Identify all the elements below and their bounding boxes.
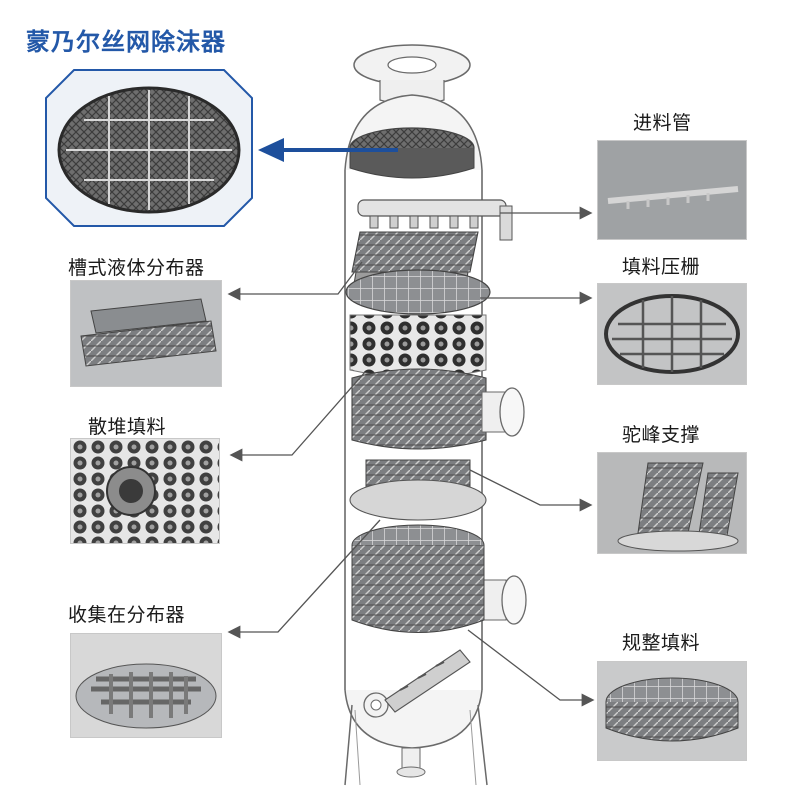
random-packing-bed <box>349 314 487 378</box>
label-random-packing: 散堆填料 <box>88 416 167 438</box>
leader-line-collector-distributor <box>227 519 381 639</box>
label-structured-packing: 规整填料 <box>622 632 701 654</box>
label-hump-support: 驼峰支撑 <box>622 424 701 446</box>
feed-pipe-photo <box>597 140 747 240</box>
label-collector-distributor: 收集在分布器 <box>68 604 186 626</box>
demister-pad <box>349 127 475 179</box>
structured-packing-lower <box>351 524 485 633</box>
structured-packing-upper <box>351 368 487 450</box>
hump-support <box>349 459 487 521</box>
structured-packing-photo <box>597 661 747 761</box>
gas-inlet-distributor <box>384 649 471 713</box>
side-nozzle-lower <box>481 575 527 625</box>
demister-pointer-arrow <box>258 138 398 162</box>
trough-distributor-photo <box>70 280 222 387</box>
leader-line-random-packing <box>229 371 366 462</box>
leader-line-hump-support <box>469 469 593 512</box>
diagram-title: 蒙乃尔丝网除沫器 <box>26 28 226 56</box>
leader-line-structured-packing <box>467 629 595 707</box>
collector-distributor-photo <box>70 633 222 738</box>
random-packing-photo <box>70 438 220 544</box>
demister-photo <box>44 68 254 228</box>
label-hold-down-grid: 填料压栅 <box>622 256 701 278</box>
feed-pipe <box>357 199 513 241</box>
inlet-nozzle-bottom <box>363 692 389 718</box>
hold-down-grid <box>345 269 491 315</box>
leader-line-trough-distributor <box>227 261 363 301</box>
label-trough-distributor: 槽式液体分布器 <box>68 257 205 279</box>
label-feed-pipe: 进料管 <box>633 112 692 134</box>
hold-down-grid-photo <box>597 283 747 385</box>
side-nozzle-upper <box>481 387 525 437</box>
hump-support-photo <box>597 452 747 554</box>
